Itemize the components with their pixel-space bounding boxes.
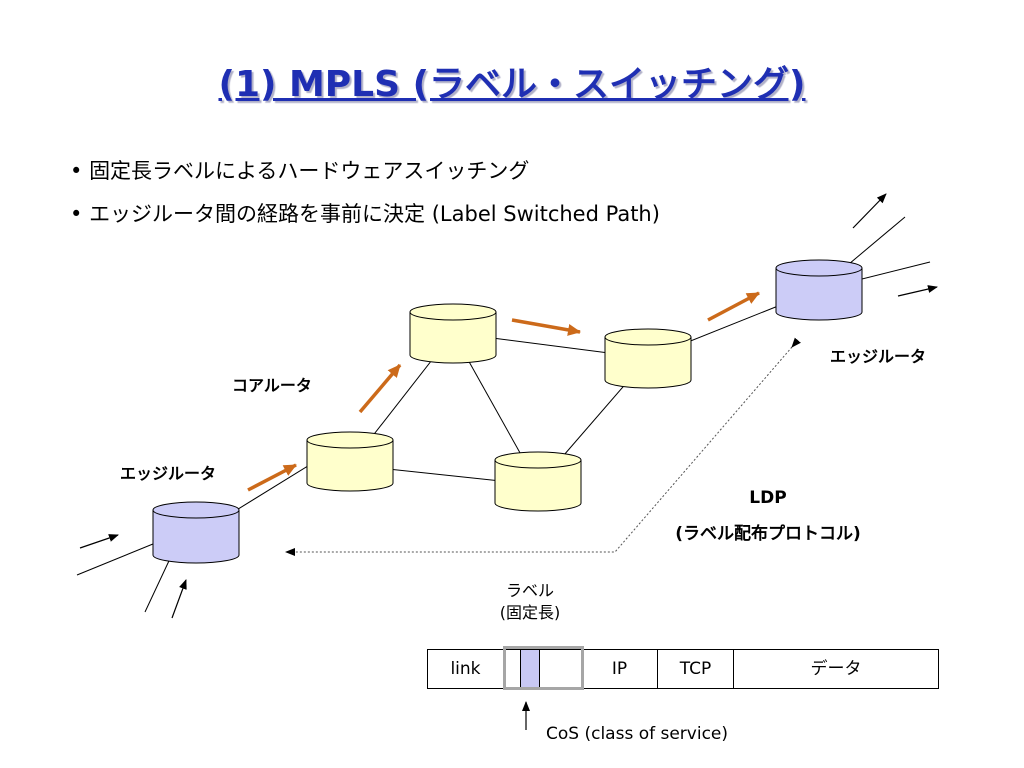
edge-router-right bbox=[775, 259, 863, 321]
packet-format: link IP TCP データ bbox=[427, 646, 939, 690]
bullet-item: エッジルータ間の経路を事前に決定 (Label Switched Path) bbox=[70, 193, 660, 236]
edge-router-left bbox=[152, 501, 240, 564]
packet-cell-tcp: TCP bbox=[658, 650, 734, 688]
path-direction-arrow bbox=[358, 363, 402, 414]
ldp-title: LDP bbox=[749, 488, 787, 508]
ldp-description: (ラベル配布プロトコル) bbox=[675, 524, 861, 544]
packet-cell-label bbox=[503, 646, 584, 690]
core-router bbox=[306, 431, 394, 492]
cos-field bbox=[520, 650, 540, 688]
packet-cell-data: データ bbox=[810, 659, 862, 679]
outgoing-arrow bbox=[852, 193, 887, 229]
router-cylinders bbox=[152, 259, 863, 564]
path-direction-arrow bbox=[247, 463, 297, 492]
incoming-arrow bbox=[171, 579, 187, 619]
edge-router-right-label: エッジルータ bbox=[830, 347, 927, 366]
core-router bbox=[409, 303, 497, 364]
core-router-label: コアルータ bbox=[232, 376, 312, 395]
label-name: ラベル bbox=[505, 581, 554, 600]
core-router bbox=[494, 451, 582, 512]
core-router bbox=[604, 328, 692, 389]
path-direction-arrow bbox=[511, 318, 581, 336]
edge-router-left-label: エッジルータ bbox=[120, 464, 217, 483]
outgoing-arrow bbox=[897, 285, 938, 297]
bullet-list: 固定長ラベルによるハードウェアスイッチング エッジルータ間の経路を事前に決定 (… bbox=[70, 150, 660, 236]
cos-caption: CoS (class of service) bbox=[546, 724, 729, 744]
ldp-label: LDP (ラベル配布プロトコル) bbox=[668, 480, 868, 552]
packet-cell-ip: IP bbox=[582, 650, 658, 688]
incoming-arrow bbox=[79, 534, 119, 549]
bullet-item: 固定長ラベルによるハードウェアスイッチング bbox=[70, 150, 660, 193]
mpls-label-caption: ラベル (固定長) bbox=[470, 580, 590, 624]
path-direction-arrow bbox=[707, 291, 760, 322]
label-highlight-box bbox=[503, 646, 584, 690]
packet-cell-link: link bbox=[428, 650, 504, 688]
label-fixed-length: (固定長) bbox=[499, 603, 561, 622]
page-title: (1) MPLS (ラベル・スイッチング) bbox=[218, 64, 806, 105]
